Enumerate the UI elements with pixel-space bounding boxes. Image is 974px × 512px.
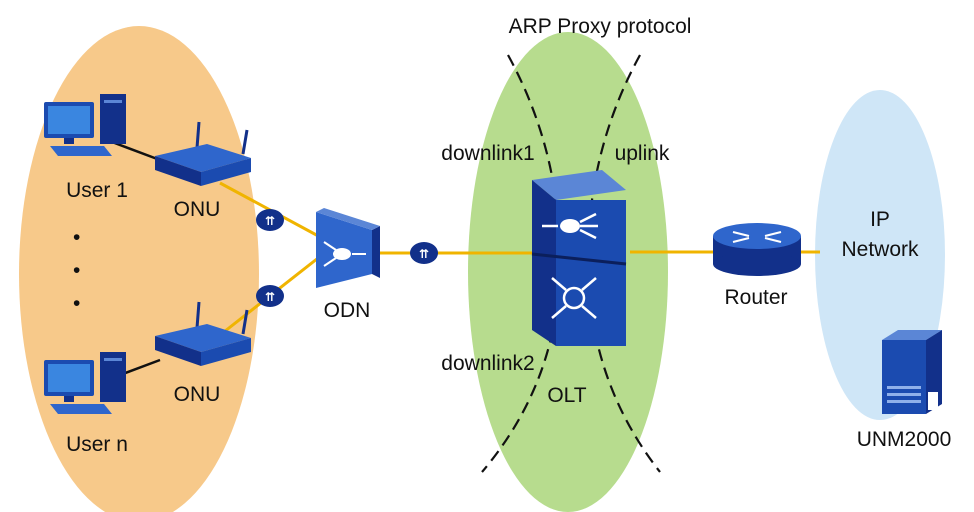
onu-icon: [155, 121, 251, 186]
onu-icon: [155, 301, 251, 366]
diagram-title: ARP Proxy protocol: [509, 15, 692, 38]
ip-network-label-line2: Network: [841, 238, 919, 261]
downlink1-label: downlink1: [441, 142, 534, 165]
unm-label: UNM2000: [857, 428, 952, 451]
user-zone: [19, 26, 259, 512]
onu-top-label: ONU: [174, 198, 221, 221]
svg-text:⇈: ⇈: [265, 290, 275, 304]
ip-network-label-line1: IP: [870, 208, 890, 231]
odn-splitter-icon: [316, 208, 380, 288]
ellipsis-dot: •: [73, 292, 80, 315]
usern-label: User n: [66, 433, 128, 456]
server-icon: [882, 330, 942, 414]
olt-icon: [531, 170, 627, 346]
cable-user1-onu: [111, 140, 161, 162]
user1-label: User 1: [66, 179, 128, 202]
downlink2-label: downlink2: [441, 352, 534, 375]
router-icon: [713, 223, 801, 276]
svg-text:⇈: ⇈: [265, 214, 275, 228]
optical-link-icon: ⇈: [256, 209, 284, 231]
optical-link-icon: ⇈: [256, 285, 284, 307]
pc-icon: [44, 352, 126, 414]
onu-bottom-label: ONU: [174, 383, 221, 406]
ellipsis-dot: •: [73, 259, 80, 282]
olt-label: OLT: [547, 384, 586, 407]
svg-text:⇈: ⇈: [419, 247, 429, 261]
optical-link-icon: ⇈: [410, 242, 438, 264]
ellipsis-dot: •: [73, 226, 80, 249]
uplink-label: uplink: [615, 142, 670, 165]
pc-icon: [44, 94, 126, 156]
router-label: Router: [724, 286, 787, 309]
odn-label: ODN: [324, 299, 371, 322]
